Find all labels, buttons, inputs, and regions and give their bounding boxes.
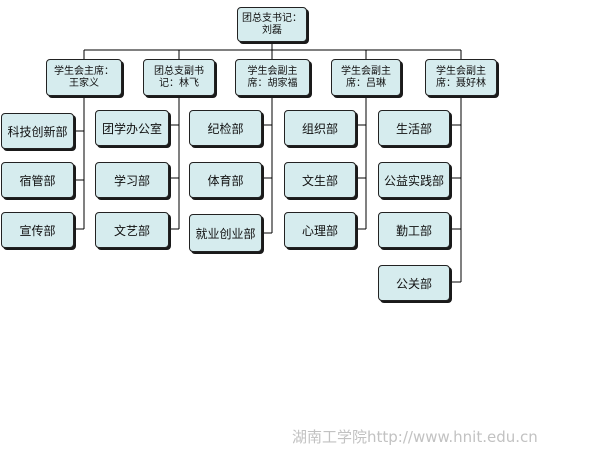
branch-node-vice-president-2: 学生会副主席：吕琳	[331, 59, 401, 96]
dept-node-work-study: 勤工部	[378, 212, 450, 248]
dept-node-public-service: 公益实践部	[378, 162, 450, 198]
branch-node-vice-president-1: 学生会副主席：胡家福	[235, 59, 310, 96]
dept-node-study: 学习部	[95, 162, 169, 198]
dept-node-culture-life: 文生部	[284, 162, 356, 198]
dept-node-discipline: 纪检部	[189, 110, 262, 146]
dept-node-sports: 体育部	[189, 162, 262, 198]
dept-node-employment: 就业创业部	[189, 214, 262, 252]
branch-node-student-union-president: 学生会主席：王家义	[46, 59, 122, 96]
dept-node-arts: 文艺部	[95, 212, 169, 248]
dept-node-publicity: 宣传部	[1, 212, 74, 248]
dept-node-office: 团学办公室	[95, 110, 169, 146]
dept-node-organization: 组织部	[284, 110, 356, 146]
watermark-text: 湖南工学院http://www.hnit.edu.cn	[292, 428, 538, 446]
dept-node-psychology: 心理部	[284, 212, 356, 248]
root-node-party-secretary: 团总支书记：刘磊	[237, 7, 307, 42]
dept-node-public-relations: 公关部	[378, 265, 450, 301]
dept-node-tech-innovation: 科技创新部	[1, 113, 74, 149]
dept-node-dormitory: 宿管部	[1, 162, 74, 198]
branch-node-deputy-secretary: 团总支副书记：林飞	[143, 59, 215, 96]
branch-node-vice-president-3: 学生会副主席：聂好林	[425, 59, 497, 96]
dept-node-living: 生活部	[378, 110, 450, 146]
